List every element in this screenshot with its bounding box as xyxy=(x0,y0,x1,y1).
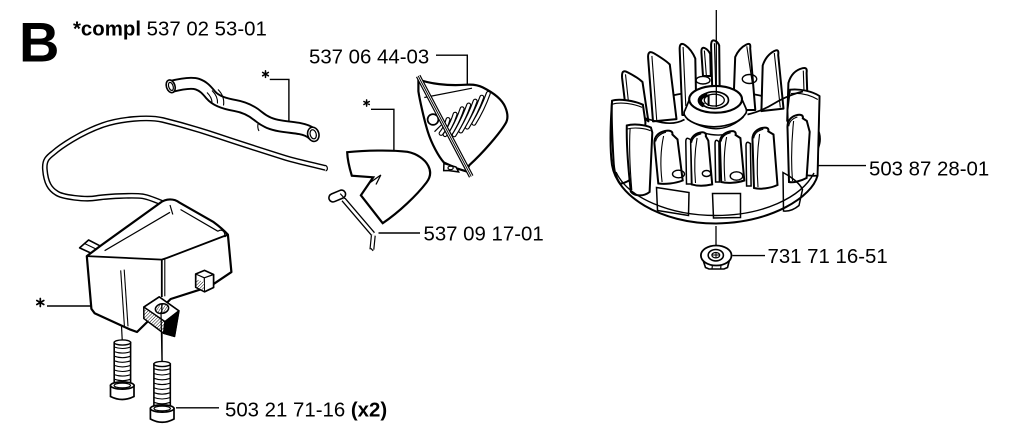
svg-text:*compl 537 02 53-01: *compl 537 02 53-01 xyxy=(73,19,267,41)
svg-text:503 21 71-16 (x2): 503 21 71-16 (x2) xyxy=(225,400,387,422)
svg-text:537 09 17-01: 537 09 17-01 xyxy=(424,224,544,246)
svg-text:731 71 16-51: 731 71 16-51 xyxy=(768,246,888,268)
svg-text:537 06 44-03: 537 06 44-03 xyxy=(309,47,429,69)
svg-text:503 87 28-01: 503 87 28-01 xyxy=(869,159,989,181)
svg-text:B: B xyxy=(19,11,59,74)
